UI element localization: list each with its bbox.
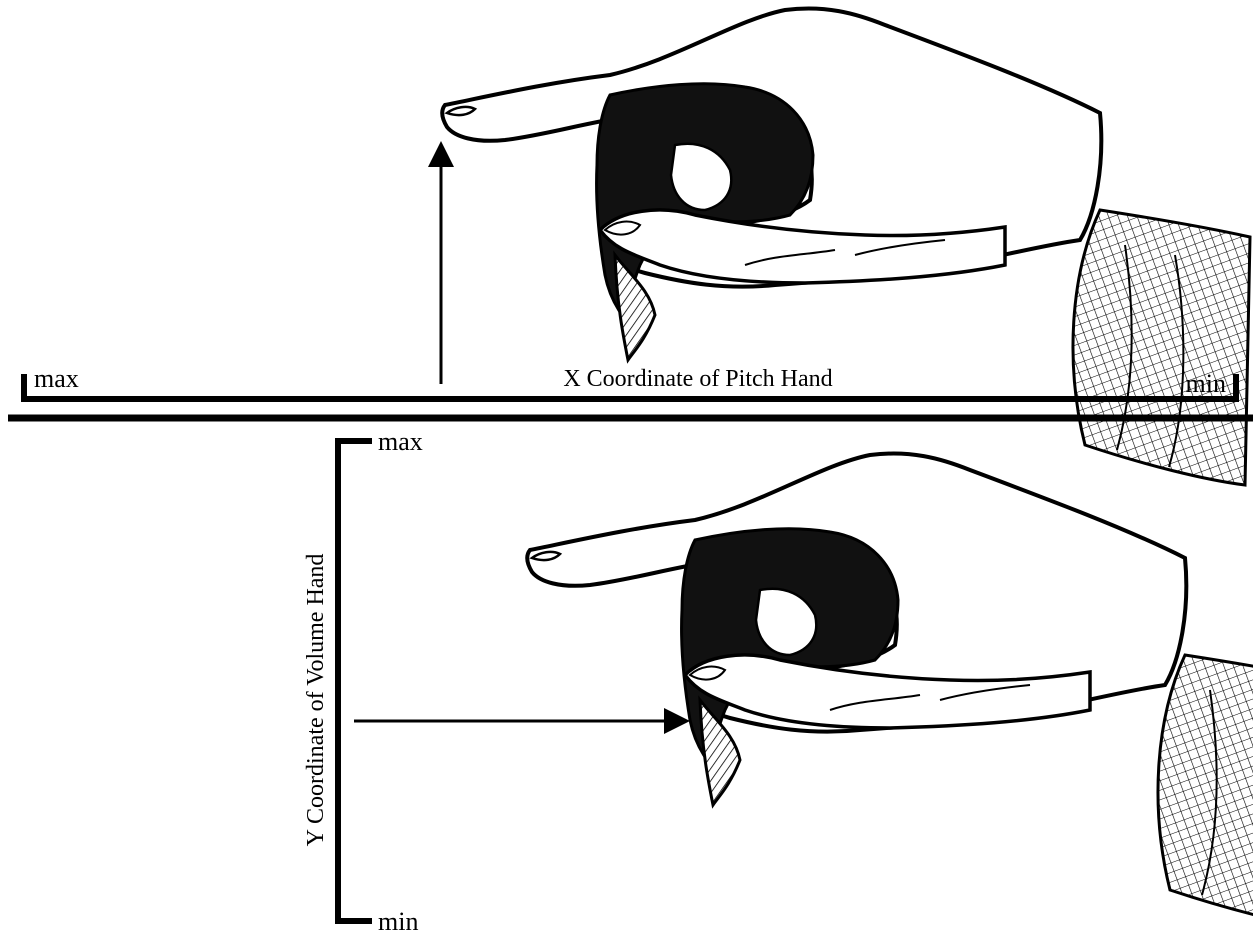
pitch-hand-illustration [442,8,1250,485]
x-axis-min-label: min [1186,369,1226,398]
top-panel: max X Coordinate of Pitch Hand min [22,8,1250,485]
y-axis-min-label: min [378,907,418,936]
y-axis-title: Y Coordinate of Volume Hand [303,554,329,847]
x-axis-max-label: max [34,364,79,393]
y-axis-max-label: max [378,427,423,456]
arrow-right-icon [354,708,690,734]
arrow-up-icon [428,141,454,384]
bottom-panel: max min Y Coordinate of Volume Hand [303,427,1253,936]
pointing-hand-icon [527,453,1253,930]
y-axis-bracket [335,441,372,921]
x-axis-title: X Coordinate of Pitch Hand [563,366,832,392]
volume-hand-illustration [527,453,1253,930]
pointing-hand-icon [442,8,1250,485]
